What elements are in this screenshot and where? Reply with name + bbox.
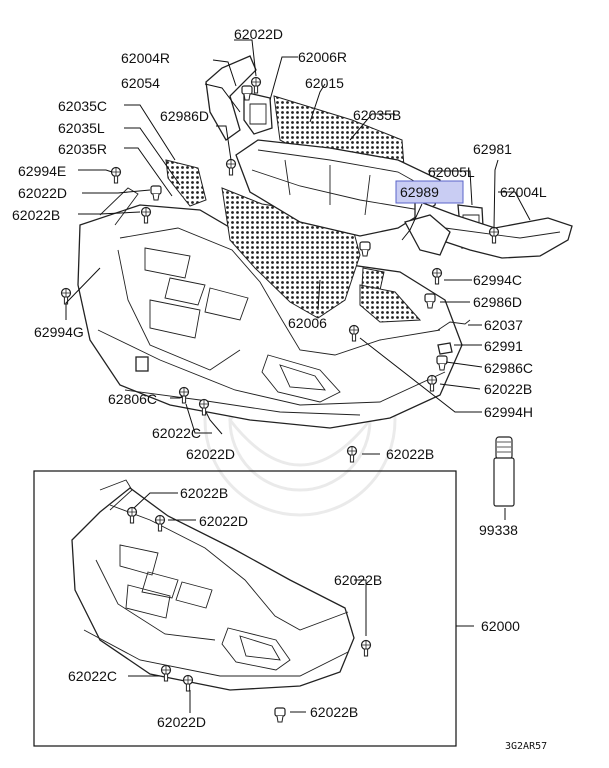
bolt-icon: [225, 158, 237, 176]
label-62006: 62006: [288, 315, 327, 331]
label-62022D-mid: 62022D: [186, 446, 235, 462]
clip-icon: [274, 707, 286, 723]
bolt-icon: [431, 267, 443, 285]
mesh-panel-lower-right: [359, 284, 422, 323]
label-62022B-box2: 62022B: [334, 572, 382, 588]
label-62806C: 62806C: [108, 391, 157, 407]
label-62006R: 62006R: [298, 49, 347, 65]
bumper-assembly-62000: [71, 479, 372, 723]
label-99338: 99338: [479, 522, 518, 538]
label-62986D-top: 62986D: [160, 108, 209, 124]
bolt-icon: [160, 664, 172, 682]
label-62035L: 62035L: [58, 120, 105, 136]
label-62981: 62981: [473, 141, 512, 157]
label-62022C-mid: 62022C: [152, 425, 201, 441]
label-62022D-box2: 62022D: [157, 714, 206, 730]
clip-62037: [437, 319, 471, 331]
leader-lines: [65, 39, 531, 520]
label-62054: 62054: [121, 75, 160, 91]
label-62994E: 62994E: [18, 163, 66, 179]
clip-icon: [359, 241, 371, 257]
label-62022B-box3: 62022B: [310, 704, 358, 720]
label-62035R: 62035R: [58, 141, 107, 157]
bracket-62005L: [404, 214, 451, 256]
label-62022B-right: 62022B: [484, 381, 532, 397]
bolt-icon: [110, 166, 122, 184]
label-62037: 62037: [484, 317, 523, 333]
bracket-62054: [243, 91, 273, 135]
label-62022B-mid: 62022B: [386, 446, 434, 462]
highlight-62989: [395, 180, 464, 204]
bolt-icon: [182, 674, 194, 692]
label-62000: 62000: [481, 618, 520, 634]
label-62004L: 62004L: [500, 184, 547, 200]
upper-assembly: [60, 55, 573, 507]
label-62035B: 62035B: [353, 107, 401, 123]
label-62022B-left: 62022B: [12, 207, 60, 223]
mesh-panel-62035C: [165, 159, 207, 207]
bolt-icon: [346, 445, 358, 463]
label-62989: 62989: [400, 184, 439, 200]
clip-icon: [150, 185, 162, 201]
assembly-frame: [33, 470, 457, 747]
label-62022B-box1: 62022B: [180, 485, 228, 501]
label-62994G: 62994G: [34, 324, 84, 340]
bolt-icon: [60, 287, 72, 305]
label-62986C: 62986C: [484, 360, 533, 376]
plate-62806C: [135, 356, 149, 372]
label-62005L: 62005L: [428, 164, 475, 180]
bolt-icon: [360, 639, 372, 657]
label-62022D-box1: 62022D: [199, 513, 248, 529]
bolt-icon: [198, 398, 210, 416]
bracket-62004R: [205, 55, 257, 141]
part-labels: 62022D 62004R 62006R 62054 62015 62035C …: [12, 26, 547, 752]
drawing-code: 3G2AR57: [505, 741, 547, 752]
label-62022D-top: 62022D: [234, 26, 283, 42]
label-62994C: 62994C: [473, 272, 522, 288]
reinforcement-upper: [235, 139, 441, 237]
label-62022C-box: 62022C: [68, 668, 117, 684]
label-62986D-right: 62986D: [473, 294, 522, 310]
box-leader-lines: [128, 492, 367, 713]
label-62004R: 62004R: [121, 50, 170, 66]
label-62991: 62991: [484, 338, 523, 354]
bolt-icon: [250, 76, 262, 94]
nut-62991: [437, 342, 453, 355]
label-62015: 62015: [305, 75, 344, 91]
label-62994H: 62994H: [484, 404, 533, 420]
label-62022D-left: 62022D: [18, 185, 67, 201]
label-62035C: 62035C: [58, 98, 107, 114]
adhesive-tube-99338: [493, 436, 515, 507]
